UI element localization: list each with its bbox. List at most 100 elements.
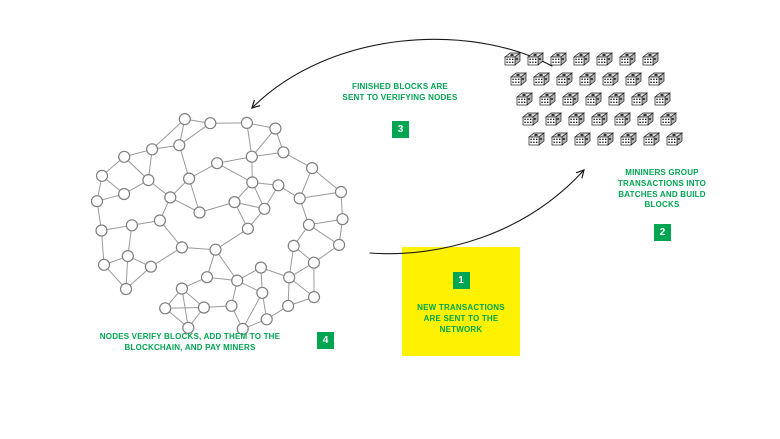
miner-icon <box>585 92 602 106</box>
network-edge <box>260 267 290 278</box>
miner-icon <box>528 132 545 146</box>
network-node <box>209 243 222 256</box>
network-edge <box>288 277 315 298</box>
step-3-label: FINISHED BLOCKS ARE SENT TO VERIFYING NO… <box>342 82 458 102</box>
network-node <box>256 286 269 299</box>
network-node <box>336 213 349 226</box>
network-node <box>228 196 241 209</box>
miner-icon <box>642 52 659 66</box>
network-node <box>200 271 214 284</box>
network-node <box>119 282 133 296</box>
network-edge <box>148 179 171 198</box>
network-node <box>159 302 172 315</box>
miner-icon <box>539 92 556 106</box>
network-node <box>334 185 348 199</box>
network-edge <box>199 201 235 213</box>
network-edge <box>340 191 343 220</box>
network-edge <box>234 201 265 210</box>
network-edge <box>311 167 342 193</box>
miner-icon <box>516 92 533 106</box>
network-edge <box>103 264 127 290</box>
network-node <box>283 271 296 284</box>
miner-icon <box>545 112 562 126</box>
network-edge <box>179 122 211 146</box>
arrow-transactions-to-miners <box>369 169 585 255</box>
miners-cluster <box>504 52 683 146</box>
network-edge <box>188 178 200 213</box>
step-1-badge: 1 <box>452 272 470 289</box>
network-edge <box>278 184 300 199</box>
step-2-label: MININERS GROUP TRANSACTIONS INTO BATCHES… <box>617 168 707 210</box>
miner-icon <box>614 112 631 126</box>
network-node <box>146 143 159 156</box>
network-edge <box>234 201 249 229</box>
network-edge <box>308 218 343 226</box>
network-node <box>183 172 196 185</box>
network-node <box>258 202 271 215</box>
network-node <box>153 214 166 227</box>
network-edge <box>242 292 263 330</box>
network-edge <box>178 118 186 146</box>
miner-icon <box>596 52 613 66</box>
network-edge <box>242 318 267 330</box>
miner-icon <box>522 112 539 126</box>
miner-icon <box>527 52 544 66</box>
network-edge <box>203 305 232 308</box>
network-edge <box>125 256 129 290</box>
miner-icon <box>591 112 608 126</box>
network-edge <box>206 249 216 278</box>
network-edge <box>187 307 205 329</box>
miner-icon <box>637 112 654 126</box>
network-edge <box>231 305 244 330</box>
network-node <box>282 299 295 312</box>
network-node <box>211 157 224 170</box>
network-node <box>118 150 131 163</box>
network-edge <box>150 246 183 268</box>
network-edge <box>147 149 153 181</box>
network-node <box>144 260 157 273</box>
network-node <box>245 150 258 163</box>
step-4-badge: 4 <box>317 332 334 349</box>
network-edge <box>181 288 205 308</box>
network-edge <box>299 191 342 199</box>
network-node <box>175 282 188 295</box>
step-4-label: NODES VERIFY BLOCKS, ADD THEM TO THE BLO… <box>99 332 281 352</box>
network-edge <box>96 175 103 202</box>
miner-icon <box>568 112 585 126</box>
network-node <box>269 122 282 135</box>
network-node <box>277 146 290 159</box>
miner-icon <box>510 72 527 86</box>
network-edge <box>159 220 183 248</box>
network-edge <box>247 208 265 230</box>
network-edge <box>274 128 284 153</box>
miner-icon <box>574 132 591 146</box>
network-edge <box>123 156 149 181</box>
miner-icon <box>579 72 596 86</box>
network-edge <box>293 224 310 247</box>
network-edge <box>231 280 238 306</box>
network-edge <box>261 292 268 320</box>
network-edge <box>338 219 343 245</box>
network-node <box>125 219 138 232</box>
miner-icon <box>643 132 660 146</box>
network-node <box>90 195 104 208</box>
miner-icon <box>625 72 642 86</box>
node-network-graph <box>90 112 349 335</box>
network-edge <box>263 185 279 210</box>
network-edge <box>236 267 262 282</box>
network-edge <box>287 296 315 307</box>
network-edge <box>101 156 125 177</box>
network-edge <box>299 167 313 199</box>
network-node <box>333 238 346 251</box>
miner-icon <box>533 72 550 86</box>
network-edge <box>184 118 211 124</box>
step-3-badge: 3 <box>392 121 409 138</box>
network-edge <box>181 246 216 251</box>
network-edge <box>127 255 152 268</box>
network-node <box>231 274 244 287</box>
network-edge <box>252 181 279 186</box>
network-edge <box>217 156 252 164</box>
network-edge <box>288 262 315 278</box>
network-node <box>95 169 109 182</box>
network-edge <box>251 128 276 158</box>
